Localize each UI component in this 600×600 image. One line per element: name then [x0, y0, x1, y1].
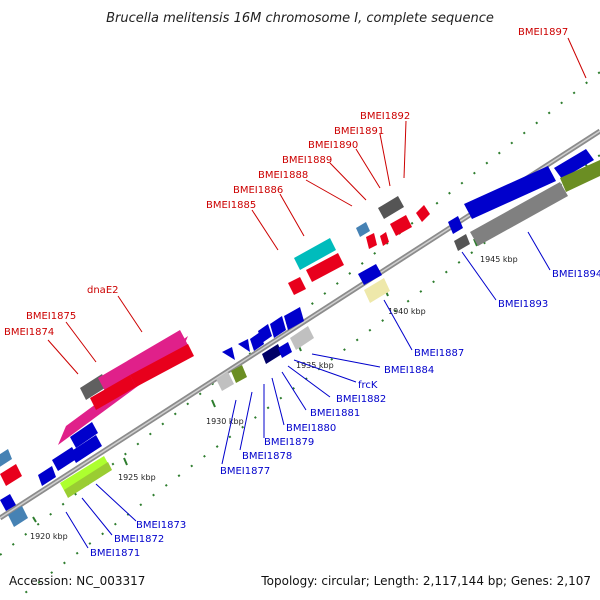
gene-label[interactable]: BMEI1891: [334, 126, 384, 137]
gene-feature[interactable]: [130, 344, 194, 387]
gene-feature[interactable]: [560, 160, 600, 192]
tick-label-1925: 1925 kbp: [118, 473, 156, 482]
gene-feature[interactable]: [470, 182, 568, 246]
map-title: Brucella melitensis 16M chromosome I, co…: [106, 11, 494, 26]
tick-label-1935: 1935 kbp: [296, 361, 334, 370]
gene-feature[interactable]: [380, 232, 389, 246]
gene-label[interactable]: BMEI1874: [4, 327, 54, 338]
gene-feature[interactable]: [98, 330, 188, 393]
gene-label[interactable]: BMEI1872: [114, 534, 164, 545]
gene-feature[interactable]: [238, 339, 250, 352]
gene-feature[interactable]: [258, 324, 272, 343]
gene-feature[interactable]: [64, 462, 112, 498]
gene-labels-bottom: BMEI1871 BMEI1872 BMEI1873 BMEI1877 BMEI…: [90, 269, 600, 559]
gene-feature[interactable]: [216, 372, 234, 391]
gene-label[interactable]: BMEI1897: [518, 27, 568, 38]
gene-feature[interactable]: [358, 264, 382, 285]
gene-feature[interactable]: [366, 233, 377, 249]
tick-label-1930: 1930 kbp: [206, 417, 244, 426]
features-inner-upper: [0, 160, 600, 486]
gene-feature[interactable]: [38, 466, 56, 486]
gene-label[interactable]: BMEI1886: [233, 185, 283, 196]
gene-feature[interactable]: [262, 344, 282, 364]
gene-feature[interactable]: [356, 222, 370, 237]
gene-feature[interactable]: [90, 375, 136, 410]
gene-feature[interactable]: [448, 216, 463, 234]
tick-label-1940: 1940 kbp: [388, 307, 426, 316]
gene-feature[interactable]: [554, 149, 594, 179]
gene-label[interactable]: BMEI1890: [308, 140, 358, 151]
tick-label-1945: 1945 kbp: [480, 255, 518, 264]
gene-feature[interactable]: [284, 307, 304, 330]
gene-label[interactable]: BMEI1893: [498, 299, 548, 310]
tick-label-1920: 1920 kbp: [30, 532, 68, 541]
gene-feature[interactable]: [0, 464, 22, 486]
gene-feature[interactable]: [60, 456, 110, 494]
gene-label[interactable]: frcK: [358, 380, 378, 391]
gene-feature[interactable]: [0, 494, 16, 511]
gene-feature[interactable]: [70, 422, 98, 448]
gene-feature[interactable]: [270, 316, 286, 338]
gene-feature[interactable]: [0, 449, 12, 468]
gene-label[interactable]: BMEI1873: [136, 520, 186, 531]
gene-feature[interactable]: [8, 506, 28, 527]
genome-summary-text: Topology: circular; Length: 2,117,144 bp…: [260, 574, 591, 588]
gene-label[interactable]: BMEI1884: [384, 365, 434, 376]
gene-label[interactable]: dnaE2: [87, 285, 119, 296]
gene-feature[interactable]: [231, 365, 247, 383]
gene-feature[interactable]: [454, 234, 470, 251]
gene-label[interactable]: BMEI1880: [286, 423, 336, 434]
gene-feature[interactable]: [294, 238, 336, 270]
gene-label[interactable]: BMEI1892: [360, 111, 410, 122]
gene-feature[interactable]: [70, 435, 102, 463]
gene-feature[interactable]: [464, 166, 556, 219]
gene-feature[interactable]: [390, 215, 412, 236]
gene-feature[interactable]: [364, 278, 390, 303]
gene-feature[interactable]: [222, 347, 235, 360]
features-lower: [0, 182, 568, 527]
gene-feature[interactable]: [290, 326, 314, 350]
gene-label[interactable]: BMEI1881: [310, 408, 360, 419]
leader-lines-bottom: [65, 231, 551, 549]
accession-text: Accession: NC_003317: [9, 574, 145, 588]
gene-feature[interactable]: [378, 196, 404, 219]
gene-labels-top: BMEI1874 BMEI1875 dnaE2 BMEI1885 BMEI188…: [4, 27, 568, 338]
gene-label[interactable]: BMEI1882: [336, 394, 386, 405]
tick-labels: 1920 kbp 1925 kbp 1930 kbp 1935 kbp 1940…: [30, 255, 518, 541]
gene-label[interactable]: BMEI1888: [258, 170, 308, 181]
gene-label[interactable]: BMEI1871: [90, 548, 140, 559]
leader-lines-top: [47, 37, 587, 375]
gene-label[interactable]: BMEI1875: [26, 311, 76, 322]
gene-feature[interactable]: [288, 277, 306, 295]
gene-label[interactable]: BMEI1877: [220, 466, 270, 477]
gene-feature[interactable]: [278, 342, 292, 358]
gene-label[interactable]: BMEI1879: [264, 437, 314, 448]
gene-label[interactable]: BMEI1878: [242, 451, 292, 462]
gene-label[interactable]: BMEI1889: [282, 155, 332, 166]
gene-feature[interactable]: [306, 253, 344, 282]
gene-label[interactable]: BMEI1887: [414, 348, 464, 359]
gene-label[interactable]: BMEI1885: [206, 200, 256, 211]
gene-feature[interactable]: [416, 205, 430, 222]
gene-label[interactable]: BMEI1894: [552, 269, 600, 280]
